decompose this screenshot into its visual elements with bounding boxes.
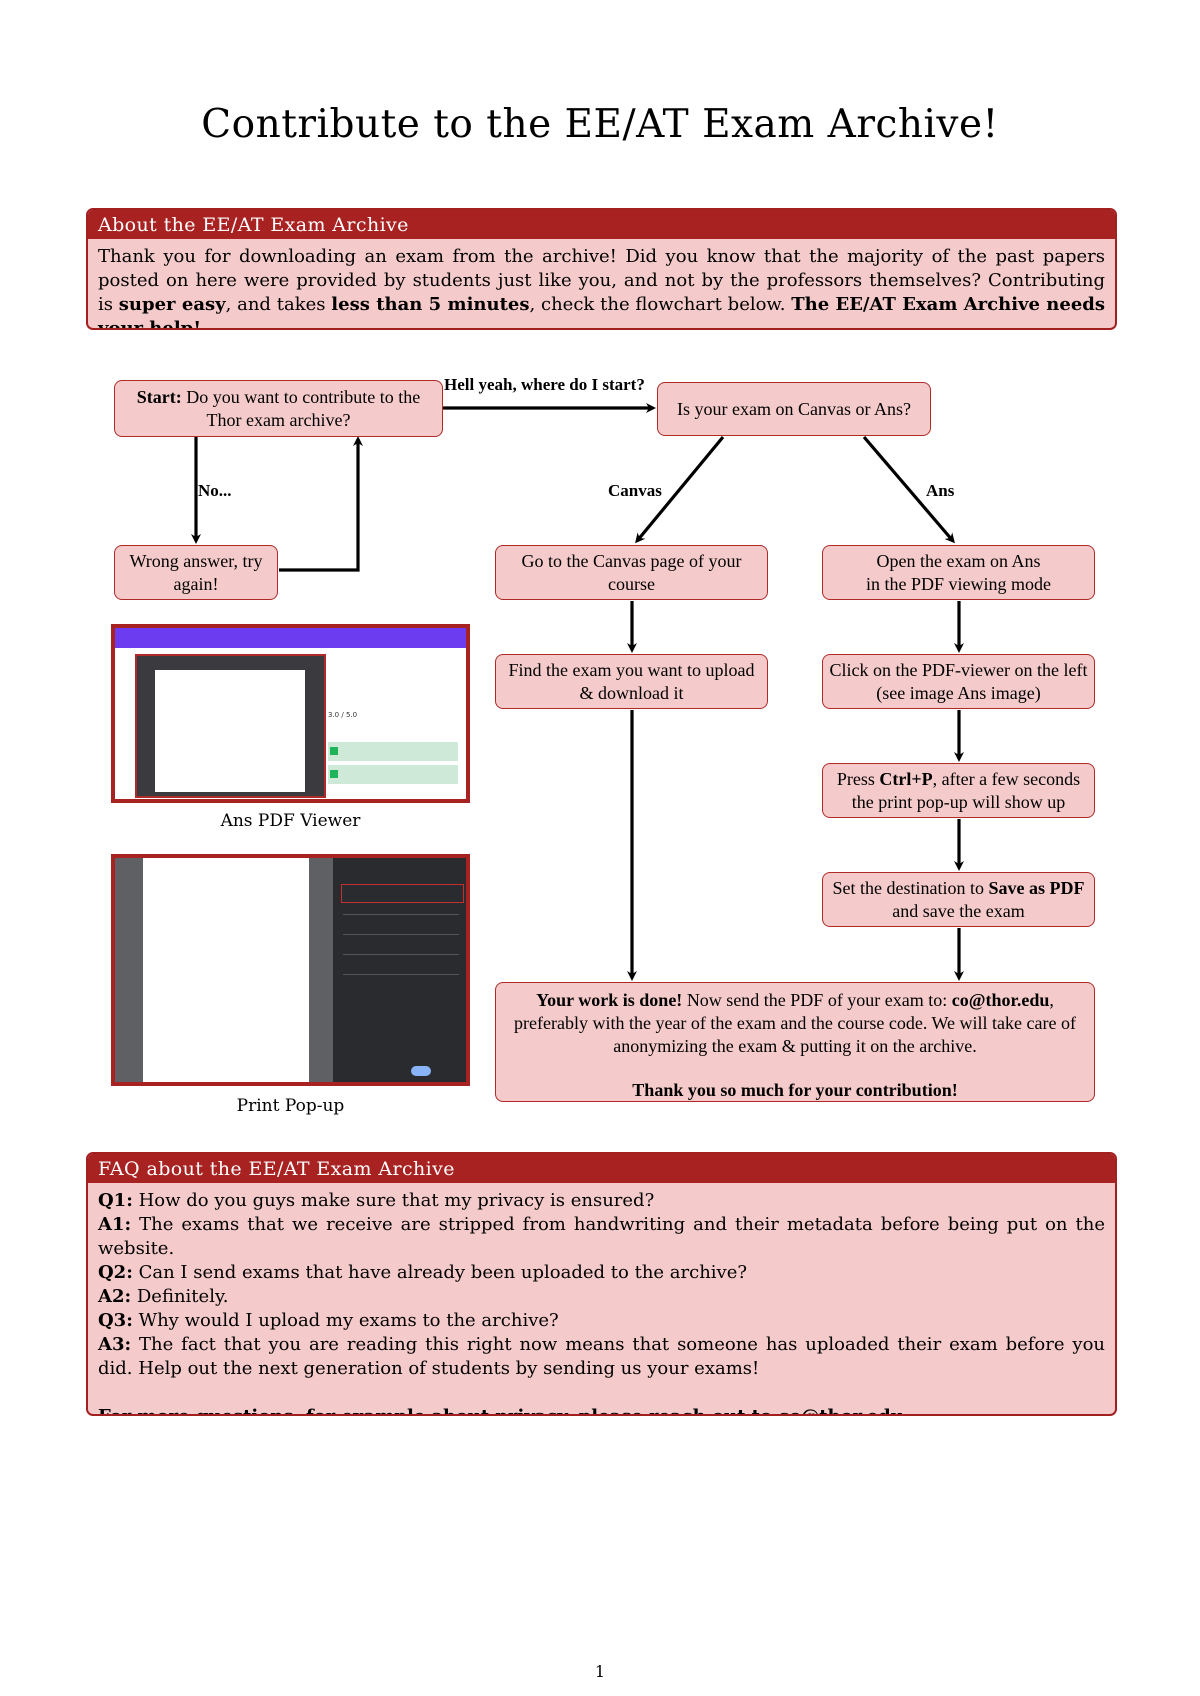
done-thanks: Thank you so much for your contribution! bbox=[632, 1080, 958, 1100]
about-bold-time: less than 5 minutes bbox=[331, 294, 530, 315]
faq-q1-label: Q1: bbox=[98, 1190, 133, 1211]
faq-heading: FAQ about the EE/AT Exam Archive bbox=[88, 1154, 1115, 1183]
viewer-page bbox=[155, 670, 305, 792]
canvas-step-2-text: Find the exam you want to upload & downl… bbox=[508, 659, 755, 703]
faq-a1-label: A1: bbox=[98, 1214, 132, 1235]
ans-step-2-text: Click on the PDF-viewer on the left (see… bbox=[829, 659, 1088, 703]
done-text: Now send the PDF of your exam to: bbox=[682, 990, 952, 1010]
question-node: Is your exam on Canvas or Ans? bbox=[657, 382, 931, 436]
edge-label-no: No... bbox=[198, 481, 232, 500]
print-preview-page bbox=[143, 858, 309, 1082]
ans-step-4-post: and save the exam bbox=[892, 900, 1025, 921]
wrong-answer-node: Wrong answer, try again! bbox=[114, 545, 278, 600]
ans-step-2: Click on the PDF-viewer on the left (see… bbox=[822, 654, 1095, 709]
start-text: Do you want to contribute to the Thor ex… bbox=[181, 386, 421, 430]
page-title: Contribute to the EE/AT Exam Archive! bbox=[201, 102, 999, 147]
done-email: co@thor.edu bbox=[951, 990, 1050, 1010]
faq-q3-text: Why would I upload my exams to the archi… bbox=[132, 1310, 559, 1331]
ans-step-1-line1: Open the exam on Ans bbox=[876, 550, 1041, 571]
ans-step-1-line2: in the PDF viewing mode bbox=[866, 573, 1051, 594]
about-text-part: Thank you for downloading an exam from t… bbox=[98, 246, 1105, 315]
about-text: Thank you for downloading an exam from t… bbox=[88, 239, 1115, 330]
print-settings-row bbox=[343, 974, 459, 975]
faq-q2-text: Can I send exams that have already been … bbox=[132, 1262, 748, 1283]
print-settings-row bbox=[343, 934, 459, 935]
ans-pdf-viewer-image: 3.0 / 5.0 bbox=[111, 624, 470, 803]
print-popup-image bbox=[111, 854, 470, 1086]
faq-a3-label: A3: bbox=[98, 1334, 132, 1355]
ans-step-3-post: , after a few seconds the print pop-up w… bbox=[851, 768, 1081, 812]
faq-a2-label: A2: bbox=[98, 1286, 132, 1307]
arrow-wrong-start bbox=[279, 436, 363, 572]
faq-box: FAQ about the EE/AT Exam Archive Q1: How… bbox=[86, 1152, 1117, 1416]
question-text: Is your exam on Canvas or Ans? bbox=[677, 398, 911, 419]
print-settings-row bbox=[343, 914, 459, 915]
canvas-step-2: Find the exam you want to upload & downl… bbox=[495, 654, 768, 709]
done-bold: Your work is done! bbox=[536, 990, 683, 1010]
faq-q3: Q3: Why would I upload my exams to the a… bbox=[98, 1309, 1105, 1333]
edge-label-canvas: Canvas bbox=[608, 481, 662, 500]
print-settings-row bbox=[343, 954, 459, 955]
start-bold: Start: bbox=[136, 386, 182, 407]
faq-q1: Q1: How do you guys make sure that my pr… bbox=[98, 1189, 1105, 1213]
ans-step-4: Set the destination to Save as PDF and s… bbox=[822, 872, 1095, 927]
about-bold-help: The EE/AT Exam Archive needs your help! bbox=[98, 294, 1105, 330]
viewer-score: 3.0 / 5.0 bbox=[328, 711, 358, 719]
about-bold-easy: super easy bbox=[118, 294, 226, 315]
ans-step-3: Press Ctrl+P, after a few seconds the pr… bbox=[822, 763, 1095, 818]
ans-viewer-caption: Ans PDF Viewer bbox=[220, 811, 361, 831]
viewer-check-icon bbox=[330, 747, 338, 755]
faq-q3-label: Q3: bbox=[98, 1310, 133, 1331]
faq-q2-label: Q2: bbox=[98, 1262, 133, 1283]
viewer-top-bar bbox=[115, 628, 466, 648]
faq-a1: A1: The exams that we receive are stripp… bbox=[98, 1213, 1105, 1261]
canvas-step-1: Go to the Canvas page of your course bbox=[495, 545, 768, 600]
ans-step-4-bold: Save as PDF bbox=[988, 877, 1085, 898]
viewer-row bbox=[328, 742, 458, 761]
edge-label-yes: Hell yeah, where do I start? bbox=[444, 375, 645, 394]
about-text-part: , check the flowchart below. bbox=[529, 294, 792, 315]
arrow-question-ans bbox=[862, 435, 955, 544]
about-box: About the EE/AT Exam Archive Thank you f… bbox=[86, 208, 1117, 330]
edge-label-ans: Ans bbox=[926, 481, 955, 500]
faq-footer: For more questions, for example about pr… bbox=[98, 1405, 1105, 1414]
canvas-step-1-text: Go to the Canvas page of your course bbox=[521, 550, 742, 594]
print-save-button bbox=[411, 1066, 431, 1076]
arrow-question-canvas bbox=[635, 435, 725, 544]
print-destination-field bbox=[341, 884, 464, 903]
faq-a2: A2: Definitely. bbox=[98, 1285, 1105, 1309]
ans-step-3-pre: Press bbox=[836, 768, 880, 789]
viewer-row bbox=[328, 765, 458, 784]
viewer-check-icon bbox=[330, 770, 338, 778]
faq-a3-text: The fact that you are reading this right… bbox=[98, 1334, 1105, 1379]
faq-a1-text: The exams that we receive are stripped f… bbox=[98, 1214, 1105, 1259]
faq-body: Q1: How do you guys make sure that my pr… bbox=[88, 1183, 1115, 1414]
ans-step-3-shortcut: Ctrl+P bbox=[879, 768, 933, 789]
faq-a2-text: Definitely. bbox=[131, 1286, 229, 1307]
start-node: Start: Do you want to contribute to the … bbox=[114, 380, 443, 437]
page-number: 1 bbox=[594, 1662, 606, 1681]
done-text-2: , preferably with the year of the exam a… bbox=[514, 990, 1076, 1056]
faq-q1-text: How do you guys make sure that my privac… bbox=[132, 1190, 655, 1211]
about-heading: About the EE/AT Exam Archive bbox=[88, 210, 1115, 239]
ans-step-4-pre: Set the destination to bbox=[832, 877, 989, 898]
print-popup-caption: Print Pop-up bbox=[236, 1096, 345, 1116]
wrong-answer-text: Wrong answer, try again! bbox=[129, 550, 263, 594]
faq-q2: Q2: Can I send exams that have already b… bbox=[98, 1261, 1105, 1285]
done-node: Your work is done! Now send the PDF of y… bbox=[495, 982, 1095, 1102]
faq-a3: A3: The fact that you are reading this r… bbox=[98, 1333, 1105, 1381]
about-text-part: , and takes bbox=[225, 294, 332, 315]
